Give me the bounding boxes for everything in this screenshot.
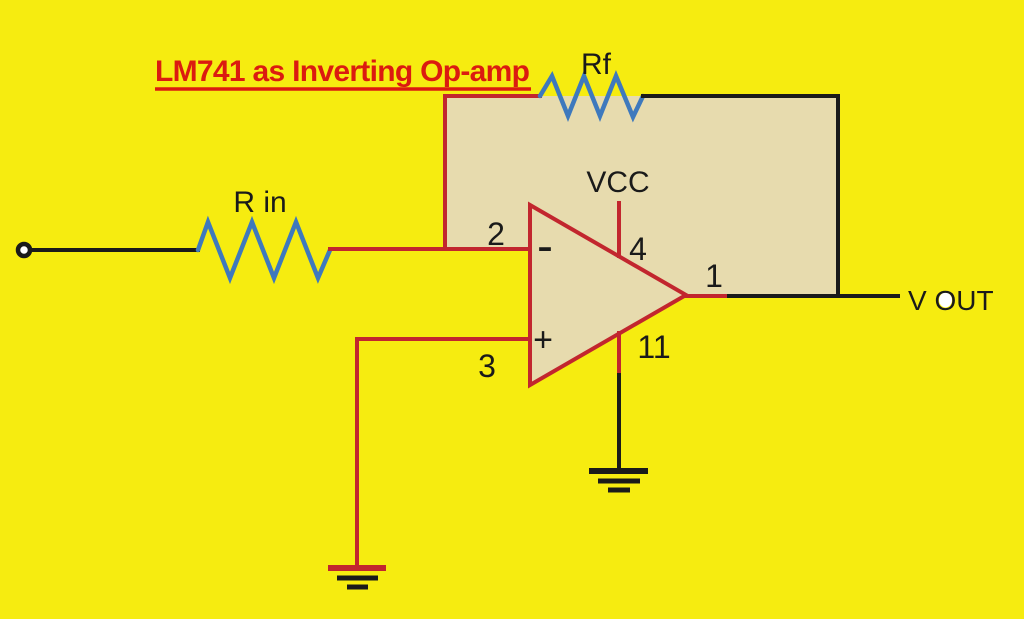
- vcc-label: VCC: [586, 166, 649, 199]
- ground-symbol-bottom: [589, 468, 648, 493]
- feedback-wire-left: [443, 94, 542, 251]
- resistor-rf: [537, 69, 646, 123]
- output-o-highlight: [939, 292, 952, 308]
- ground-symbol-left: [328, 565, 386, 590]
- pin-1-label: 1: [705, 258, 723, 294]
- resistor-rin-label: R in: [233, 186, 286, 219]
- diagram-title: LM741 as Inverting Op-amp: [155, 55, 530, 88]
- minus-sign: -: [537, 220, 553, 273]
- resistor-rin: [195, 215, 333, 285]
- resistor-rf-label: Rf: [581, 48, 612, 81]
- plus-sign: +: [533, 321, 553, 359]
- pin-4-label: 4: [629, 231, 647, 267]
- input-terminal: [15, 241, 33, 259]
- feedback-wire-right: [641, 94, 840, 298]
- output-label: V OUT: [908, 285, 994, 316]
- pin-2-label: 2: [487, 216, 505, 252]
- feedback-loop-fill: [445, 96, 838, 296]
- opamp-triangle: [528, 201, 691, 389]
- pin-3-label: 3: [478, 348, 496, 384]
- noninverting-input-wire: [355, 337, 532, 570]
- pin-11-label: 11: [637, 329, 670, 365]
